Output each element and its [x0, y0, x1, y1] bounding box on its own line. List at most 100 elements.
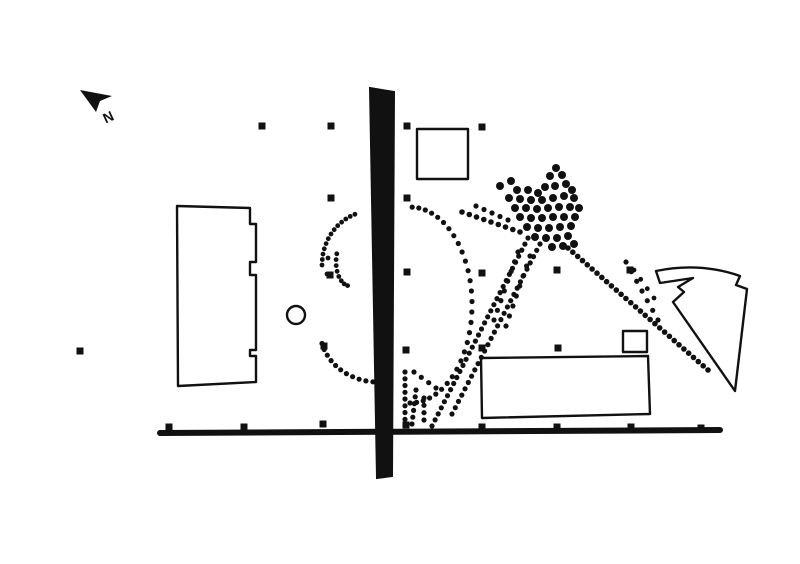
dot	[642, 312, 648, 319]
dot	[511, 204, 519, 212]
dot	[335, 223, 341, 229]
dot	[328, 231, 334, 237]
dot	[433, 391, 439, 397]
dot	[637, 308, 644, 314]
dot	[461, 349, 467, 355]
dot	[469, 298, 475, 305]
dot	[570, 240, 578, 248]
dot	[497, 290, 503, 296]
dot	[469, 373, 475, 379]
dot	[495, 221, 502, 228]
dot	[343, 371, 349, 377]
dot	[690, 354, 697, 361]
dot	[320, 251, 326, 257]
dot	[485, 314, 491, 320]
dot	[501, 288, 507, 294]
dot	[589, 266, 595, 272]
dot	[451, 380, 457, 387]
vertical-hatched-band	[368, 86, 396, 480]
dot	[558, 171, 566, 179]
dot	[655, 317, 661, 323]
dot	[623, 259, 629, 265]
dot	[451, 233, 457, 239]
dot	[505, 194, 513, 202]
dot	[409, 204, 415, 210]
dot	[556, 223, 564, 231]
dot	[516, 213, 524, 221]
dot	[516, 195, 524, 203]
dot	[545, 224, 553, 232]
dot	[638, 276, 644, 282]
dot	[685, 350, 692, 357]
dot	[542, 234, 550, 242]
dot	[459, 209, 465, 215]
dot	[537, 241, 543, 247]
dot	[413, 387, 419, 393]
dot	[444, 380, 450, 386]
grid-marker	[320, 342, 328, 350]
dot	[452, 405, 458, 411]
dot	[402, 416, 408, 422]
dot-patterns	[319, 164, 711, 429]
dot	[570, 249, 576, 255]
dot	[705, 367, 711, 373]
dot	[525, 235, 531, 241]
dot	[527, 253, 533, 259]
dot	[510, 303, 516, 309]
dot	[534, 224, 542, 232]
dot	[466, 211, 473, 218]
grid-marker	[165, 423, 173, 431]
dot	[494, 307, 500, 313]
dot	[421, 417, 427, 423]
dot	[478, 354, 484, 360]
dot	[334, 251, 340, 257]
dot	[466, 330, 473, 336]
dot	[488, 219, 494, 225]
dot	[498, 317, 504, 323]
dot	[500, 283, 506, 290]
dot	[444, 393, 451, 399]
dot	[333, 257, 339, 262]
dot	[338, 367, 344, 373]
dot	[465, 268, 471, 274]
dot	[325, 236, 331, 242]
dot	[551, 182, 559, 190]
dot	[508, 268, 514, 274]
north-arrow-icon: N	[80, 90, 116, 126]
grid-marker	[76, 347, 84, 355]
dot	[568, 186, 576, 194]
dot	[505, 278, 511, 284]
dot	[520, 273, 526, 279]
grid-marker	[554, 344, 562, 352]
north-label: N	[100, 108, 116, 127]
dot	[650, 307, 656, 313]
dot	[496, 182, 504, 190]
dot	[421, 410, 427, 416]
dot	[559, 242, 567, 250]
dot	[594, 270, 600, 277]
dot	[504, 304, 510, 310]
dot	[350, 374, 356, 380]
dot	[478, 326, 485, 332]
dot	[574, 253, 581, 260]
dot	[370, 379, 376, 385]
grid-marker	[403, 268, 411, 276]
small-square	[621, 329, 649, 354]
grid-marker	[402, 346, 410, 354]
dot	[562, 180, 570, 188]
dot	[421, 395, 427, 401]
dot	[410, 414, 416, 420]
dot	[494, 296, 500, 302]
dot	[505, 217, 511, 223]
dot	[321, 246, 327, 252]
dot	[567, 222, 575, 230]
dot	[671, 337, 677, 344]
dot	[491, 317, 497, 323]
dot	[538, 214, 546, 222]
dot	[432, 417, 438, 423]
dot	[421, 402, 427, 408]
grid-marker	[627, 423, 635, 431]
dot	[495, 323, 501, 329]
dot	[522, 241, 528, 247]
dot	[647, 316, 653, 323]
